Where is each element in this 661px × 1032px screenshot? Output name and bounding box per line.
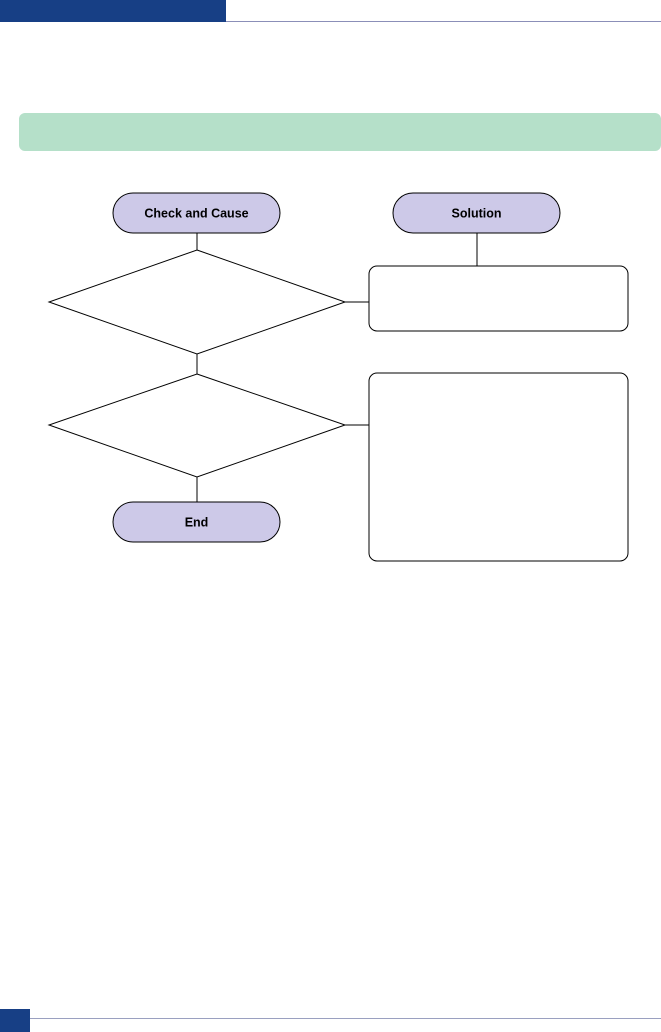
terminal-end-shape <box>112 501 281 543</box>
terminal-solution-shape <box>392 192 561 234</box>
terminal-check-and-cause-shape <box>112 192 281 234</box>
terminal-check-and-cause-label: Check and Cause <box>144 207 248 221</box>
terminal-solution: Solution <box>392 192 561 234</box>
terminal-check-and-cause: Check and Cause <box>112 192 281 234</box>
decision-diamond-2 <box>47 373 347 478</box>
terminal-solution-label: Solution <box>452 207 502 221</box>
terminal-end: End <box>112 501 281 543</box>
header-bar <box>0 0 226 22</box>
header-rule <box>226 21 661 22</box>
terminal-end-label: End <box>185 516 209 530</box>
decision-diamond-1 <box>47 249 347 355</box>
footer-tab <box>0 1009 30 1032</box>
solution-box-2 <box>368 372 629 562</box>
solution-box-1 <box>368 265 629 332</box>
footer-rule <box>30 1018 661 1019</box>
title-band <box>19 113 661 151</box>
